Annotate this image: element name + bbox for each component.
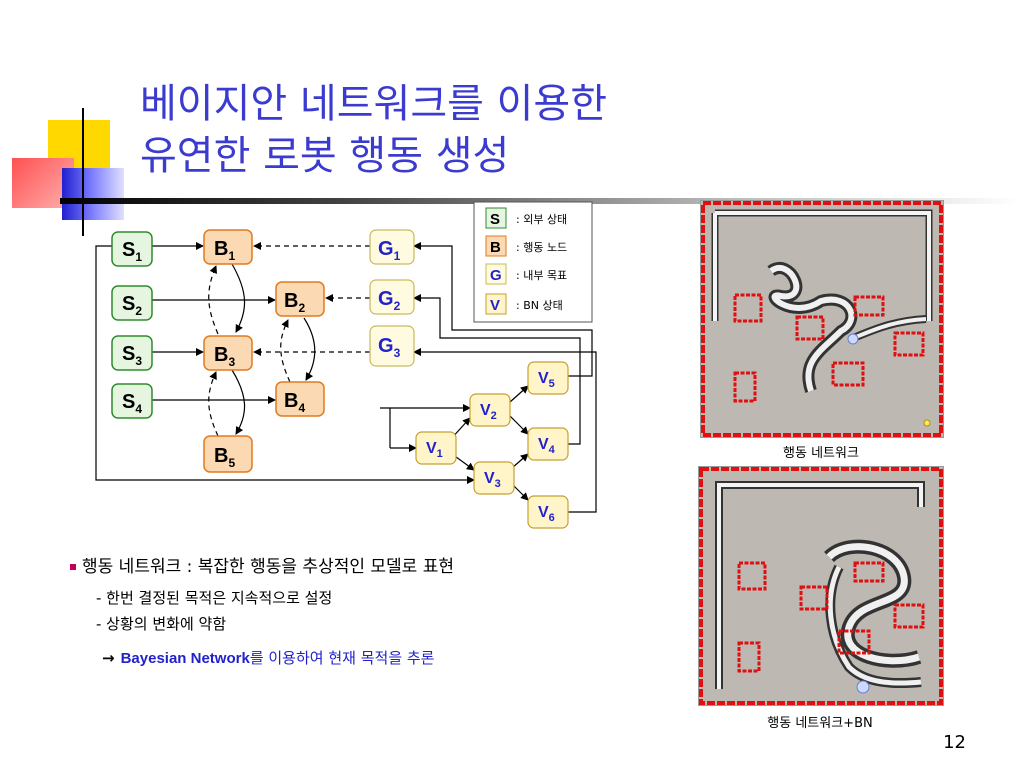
node-s4: S4 xyxy=(111,383,153,419)
svg-text:S4: S4 xyxy=(122,391,142,416)
edge-b3-b1-dashed xyxy=(208,265,219,335)
legend-b-swatch xyxy=(485,235,507,257)
svg-text:V5: V5 xyxy=(538,370,555,390)
bayesian-network-term: Bayesian Network xyxy=(120,650,250,667)
svg-text:B1: B1 xyxy=(214,238,235,263)
node-b2: B2 xyxy=(275,281,325,317)
node-s3: S3 xyxy=(111,335,153,371)
wire-s1-to-v1 xyxy=(95,245,475,484)
svg-text:G3: G3 xyxy=(378,335,401,360)
deco-vertical-line xyxy=(82,108,84,236)
legend-b-key: B xyxy=(490,239,501,256)
screenshot-top-caption: 행동 네트워크 xyxy=(783,446,859,461)
bullet-bayesian: → Bayesian Network를 이용하여 현재 목적을 추론 xyxy=(102,647,670,670)
robot-sim-screenshot-bottom xyxy=(698,466,944,706)
bayesian-network-rest: 를 이용하여 현재 목적을 추론 xyxy=(249,649,435,667)
edge-b3-b5 xyxy=(231,369,246,435)
node-b3: B3 xyxy=(203,335,253,371)
node-s1: S1 xyxy=(111,231,153,267)
svg-text:S1: S1 xyxy=(122,239,142,264)
svg-text:B3: B3 xyxy=(214,344,235,369)
node-g1: G1 xyxy=(369,229,415,265)
legend-v-label: : BN 상태 xyxy=(516,299,563,312)
robot-sim-screenshot-top xyxy=(700,200,944,438)
svg-text:B4: B4 xyxy=(284,390,305,415)
legend-v-key: V xyxy=(490,297,500,314)
edge-b5-b3-dashed xyxy=(208,371,219,437)
node-b1: B1 xyxy=(203,229,253,265)
bullet-sub-2: - 상황의 변화에 약함 xyxy=(96,615,227,633)
svg-text:S3: S3 xyxy=(122,343,142,368)
svg-text:S2: S2 xyxy=(122,293,142,318)
edge-v3-v6 xyxy=(511,483,529,501)
svg-text:V2: V2 xyxy=(480,402,497,422)
edge-v2-v5 xyxy=(509,385,529,403)
node-s2: S2 xyxy=(111,285,153,321)
svg-text:V1: V1 xyxy=(426,440,443,460)
node-v4: V4 xyxy=(527,427,569,461)
legend-g-key: G xyxy=(490,267,502,284)
screenshot-bottom-caption: 행동 네트워크+BN xyxy=(767,716,873,731)
title-divider xyxy=(60,198,1020,204)
legend-s-label: : 외부 상태 xyxy=(516,213,567,226)
node-g3: G3 xyxy=(369,325,415,367)
svg-text:B5: B5 xyxy=(214,445,235,470)
legend-b-label: : 행동 노드 xyxy=(516,241,567,254)
svg-text:V4: V4 xyxy=(538,436,556,456)
node-v3: V3 xyxy=(473,461,515,495)
bullet-sub-1: - 한번 결정된 목적은 지속적으로 설정 xyxy=(96,589,333,607)
page-title: 베이지안 네트워크를 이용한 유연한 로봇 행동 생성 xyxy=(140,78,820,182)
svg-text:B2: B2 xyxy=(284,290,305,315)
svg-text:G2: G2 xyxy=(378,288,401,313)
svg-text:G1: G1 xyxy=(378,238,401,263)
title-line-2: 유연한 로봇 행동 생성 xyxy=(140,133,510,179)
legend-g-swatch xyxy=(485,263,507,285)
edge-v2-v4 xyxy=(509,415,529,435)
bullet-list: 행동 네트워크 : 복잡한 행동을 추상적인 모델로 표현 - 한번 결정된 목… xyxy=(70,555,670,670)
legend-g-label: : 내부 목표 xyxy=(516,269,567,282)
deco-blue-block xyxy=(62,168,124,220)
node-b4: B4 xyxy=(275,381,325,417)
node-v5: V5 xyxy=(527,361,569,395)
legend-s-swatch xyxy=(485,207,507,229)
edge-b4-b2-dashed xyxy=(280,319,291,383)
page-number: 12 xyxy=(943,732,966,753)
title-line-1: 베이지안 네트워크를 이용한 xyxy=(140,81,608,127)
right-arrow-icon: → xyxy=(102,649,115,667)
node-v1: V1 xyxy=(415,431,457,465)
wire-v6-to-g3 xyxy=(413,348,597,513)
node-b5: B5 xyxy=(203,435,253,473)
legend-s-key: S xyxy=(490,211,500,228)
node-g2: G2 xyxy=(369,279,415,315)
node-v2: V2 xyxy=(469,393,511,427)
node-v6: V6 xyxy=(527,495,569,529)
bullet-main: 행동 네트워크 : 복잡한 행동을 추상적인 모델로 표현 xyxy=(70,555,670,579)
wire-v4-to-g2 xyxy=(413,294,581,445)
edge-v3-v4 xyxy=(511,453,529,469)
bullet-square-icon xyxy=(70,564,76,570)
edge-b1-b3 xyxy=(231,263,246,333)
wire-v5-to-g1 xyxy=(413,242,593,377)
legend: S : 외부 상태 B : 행동 노드 G : 내부 목표 V : BN 상태 xyxy=(473,201,593,323)
legend-v-swatch xyxy=(485,293,507,315)
svg-text:V6: V6 xyxy=(538,504,555,524)
svg-text:V3: V3 xyxy=(484,470,501,490)
edge-b2-b4 xyxy=(303,317,316,381)
